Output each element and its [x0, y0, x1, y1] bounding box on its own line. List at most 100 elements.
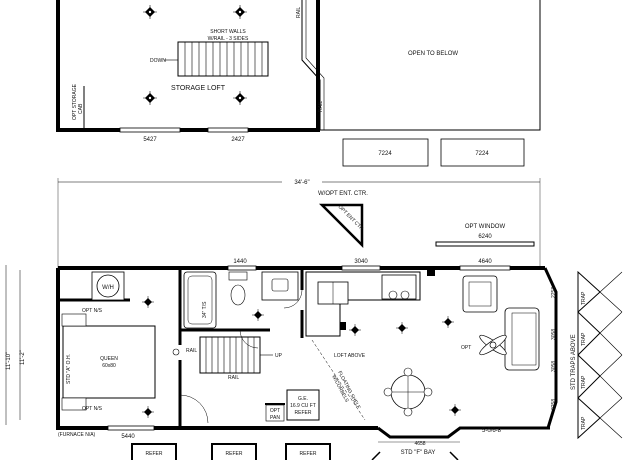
nightstand-label: OPT N/S: [82, 406, 103, 412]
dining-chair: [403, 367, 413, 377]
ceiling-light-icon: [396, 322, 408, 334]
bay-dimension: 3058: [551, 361, 557, 372]
refrigerator-label: G.E.: [298, 396, 308, 402]
loft-plan: SHORT WALLS W/RAIL - 3 SIDES DOWN STORAG…: [56, 0, 541, 167]
opt-storage-label: OPT STORAGE: [72, 83, 78, 120]
trap: [577, 310, 601, 357]
trap: [599, 271, 623, 439]
window-size: 3040: [354, 259, 368, 265]
main-plan: 34'-6" 11'-10" 11'-2" W/OPT ENT. CTR. OP…: [5, 177, 623, 460]
traps-above-label: STD TRAPS ABOVE: [571, 334, 577, 390]
end-wall: [543, 267, 558, 429]
door-size-label: 5-0/6-8: [482, 428, 502, 434]
door-swing: [239, 329, 259, 349]
loft-window-box: [440, 138, 525, 167]
opt-pan-label: OPT: [270, 408, 280, 414]
queen-bed: [62, 325, 156, 399]
window: [459, 265, 511, 271]
trap: [577, 396, 601, 440]
trap: [577, 353, 601, 400]
bay-width-label: 4658: [414, 441, 425, 447]
ent-option-label: W/OPT ENT. CTR.: [318, 191, 368, 197]
rail-label: RAIL: [318, 101, 324, 112]
queen-bed-label: QUEEN: [100, 356, 118, 362]
armchair: [462, 275, 498, 313]
trap-label: TRAP: [581, 416, 587, 430]
dining-chair: [423, 387, 433, 397]
ceiling-light-icon: [442, 316, 454, 328]
cab-label: CAB: [78, 103, 84, 114]
loft-rail: [301, 0, 321, 130]
opt-window-label: OPT WINDOW: [465, 224, 506, 230]
ceiling-light-icon: [143, 91, 157, 105]
rail-label: RAIL: [186, 348, 197, 354]
loft-above-line: [311, 339, 366, 421]
furnace-label: (FURNACE N/A): [58, 432, 96, 438]
loft-stairs: [177, 41, 269, 77]
loft-window-size: 5427: [143, 137, 157, 143]
trap-label: TRAP: [581, 332, 587, 346]
range: [381, 274, 417, 300]
up-label: UP: [275, 353, 283, 359]
trap-label: TRAP: [581, 375, 587, 389]
opt-fan-label: OPT: [461, 345, 471, 351]
loft-above-label: LOFT ABOVE: [334, 353, 366, 359]
refer-option: [131, 443, 177, 460]
loft-window-box-label: 7224: [378, 151, 392, 157]
loft-wall-ext: [318, 0, 541, 131]
refrigerator-label: REFER: [295, 410, 312, 416]
smoke-detector: [172, 348, 180, 356]
nightstand: [61, 397, 87, 411]
window-size: 1440: [233, 259, 247, 265]
shower-label: 34" T/S: [202, 301, 208, 318]
refer-option: [285, 443, 331, 460]
bay-dimension: 2258: [551, 399, 557, 410]
loft-window-size: 2427: [231, 137, 245, 143]
inner-height-label: 11'-2": [20, 350, 26, 365]
stair-treads: [184, 42, 263, 76]
storage-loft-label: STORAGE LOFT: [171, 85, 226, 92]
door-swing: [283, 289, 303, 309]
ceiling-light-icon: [143, 5, 157, 19]
opt-window-size: 6240: [478, 234, 492, 240]
bay-dimension: 2258: [551, 287, 557, 298]
loft-window-box: [342, 138, 429, 167]
bath-sink: [271, 278, 289, 292]
window: [107, 425, 155, 431]
window-size: 4640: [478, 259, 492, 265]
short-walls-label: SHORT WALLS: [210, 29, 246, 35]
refer-label: REFER: [300, 451, 317, 457]
rail-label: RAIL: [296, 7, 302, 18]
trap-label: TRAP: [581, 291, 587, 305]
window-size: 5440: [121, 434, 135, 440]
refer-label: REFER: [226, 451, 243, 457]
refer-option: [211, 443, 257, 460]
nightstand: [61, 313, 87, 327]
sofa: [504, 307, 540, 371]
nightstand-label: OPT N/S: [82, 308, 103, 314]
ceiling-fan-icon: [479, 334, 507, 356]
bay-wall: [377, 426, 550, 439]
rail-label: RAIL: [228, 375, 239, 381]
outer-height-label: 11'-10": [6, 352, 12, 370]
refrigerator: [286, 389, 320, 421]
ceiling-light-icon: [449, 404, 461, 416]
dining-chair: [403, 407, 413, 417]
opt-window: [435, 241, 535, 247]
trap: [577, 270, 601, 314]
toilet-icon: [228, 271, 248, 306]
ceiling-light-icon: [252, 309, 264, 321]
rail-sides-label: W/RAIL - 3 SIDES: [208, 36, 249, 42]
refer-label: REFER: [146, 451, 163, 457]
loft-window: [119, 127, 181, 133]
opt-pan-label: PAN: [270, 415, 280, 421]
opt-pan: [265, 404, 285, 422]
water-heater-label: W/H: [102, 285, 114, 291]
loft-rail: [305, 0, 325, 130]
ceiling-light-icon: [349, 324, 361, 336]
refrigerator-label: 16.9 CU FT: [290, 403, 316, 409]
loft-window-box-label: 7224: [475, 151, 489, 157]
dining-chair: [383, 387, 393, 397]
std-bay-label: STD "F" BAY: [401, 450, 436, 456]
shower: [183, 271, 217, 329]
